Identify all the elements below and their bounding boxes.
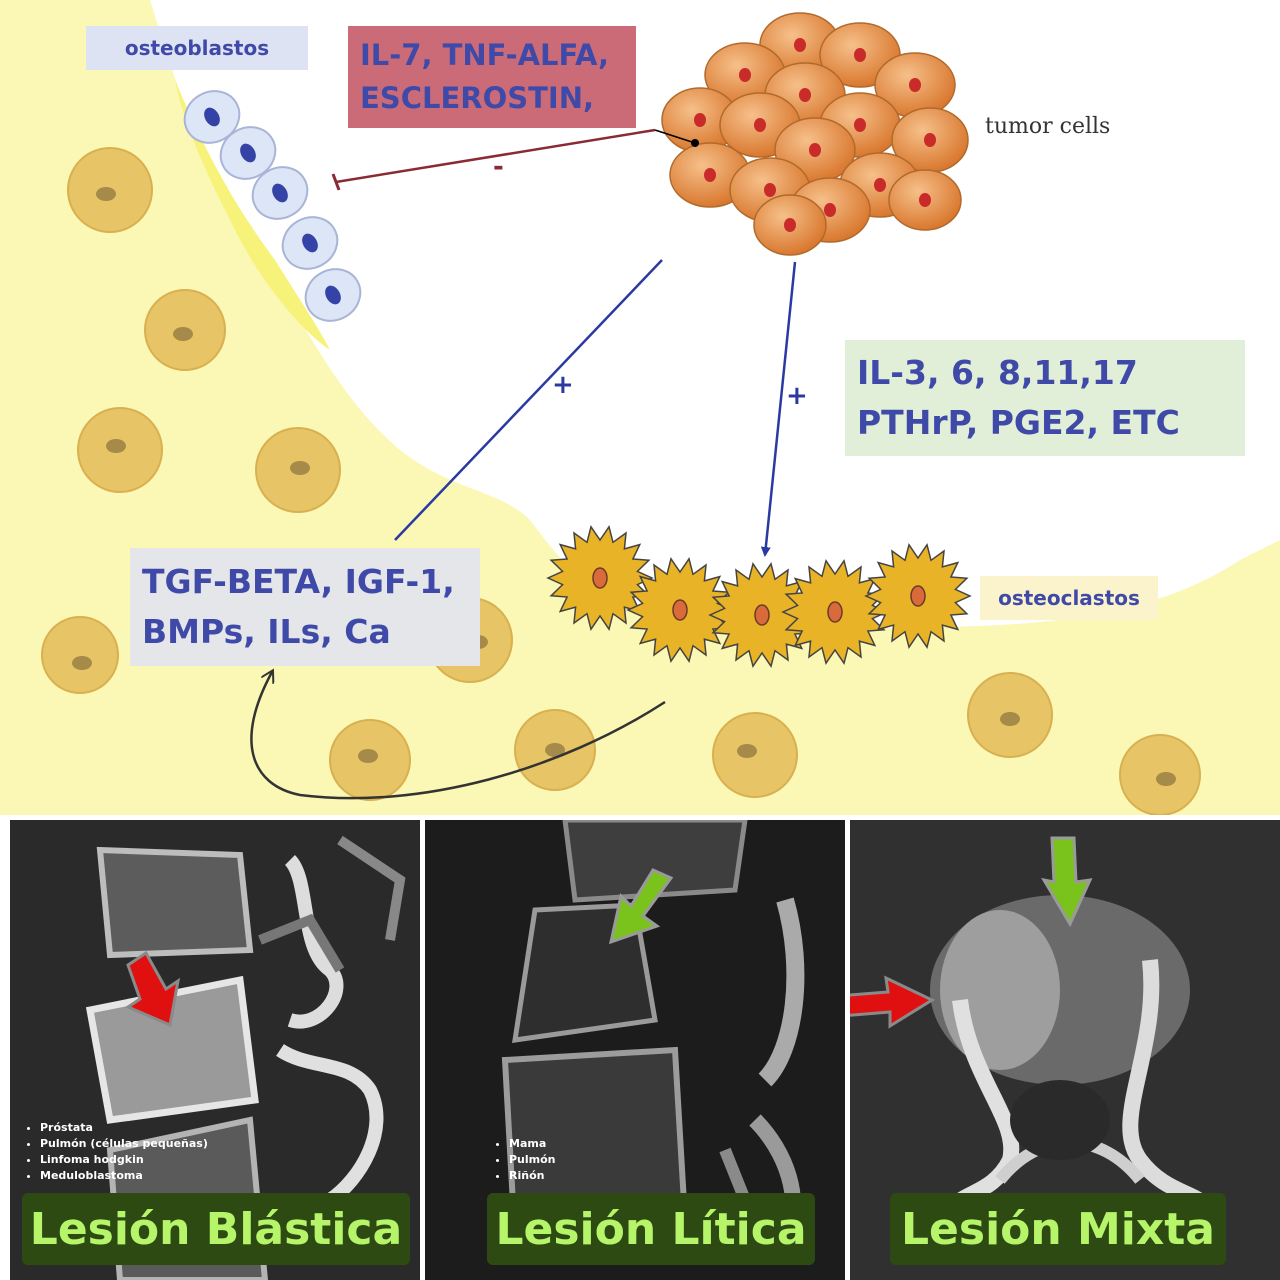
red-arrow-mixed <box>850 975 936 1029</box>
cause-item: Riñón <box>509 1168 556 1184</box>
osteoblast-label: osteoblastos <box>86 26 308 70</box>
blastic-causes-list: Próstata Pulmón (células pequeñas) Linfo… <box>26 1120 208 1184</box>
plus-sign-left: + <box>552 370 574 400</box>
plus-sign-right: + <box>786 381 808 411</box>
inhibitor-factors-box: IL-7, TNF-ALFA, ESCLEROSTIN, <box>348 26 636 128</box>
osteoclast-cell <box>708 562 816 668</box>
osteoclast-label: osteoclastos <box>980 576 1158 620</box>
resorption-cycle-arrow <box>250 672 666 800</box>
tumor-cell-cluster <box>661 12 969 256</box>
inhibit-sign: - <box>493 152 504 182</box>
pathway-tumor-to-growth-factors <box>394 259 663 541</box>
green-arrow-lytic <box>608 868 674 945</box>
caption-blastic: Lesión Blástica <box>22 1193 410 1265</box>
ct-panels: Próstata Pulmón (células pequeñas) Linfo… <box>0 815 1280 1280</box>
osteoblast-cells <box>183 90 362 322</box>
red-arrow-blastic <box>124 950 181 1028</box>
cytokines-box: IL-3, 6, 8,11,17 PTHrP, PGE2, ETC <box>845 340 1245 456</box>
tumor-pointer-line <box>654 129 696 144</box>
green-arrow-mixed <box>1040 836 1093 928</box>
growth-factors-box: TGF-BETA, IGF-1, BMPs, ILs, Ca <box>130 548 480 666</box>
cause-item: Pulmón (células pequeñas) <box>40 1136 208 1152</box>
caption-mixed: Lesión Mixta <box>890 1193 1226 1265</box>
pathway-tumor-to-osteoclasts <box>760 261 797 557</box>
osteoclast-cell <box>626 557 734 663</box>
cause-item: Linfoma hodgkin <box>40 1152 208 1168</box>
osteoclast-cell <box>864 543 972 649</box>
tumor-pointer-dot <box>691 139 699 147</box>
ct-panel-blastic: Próstata Pulmón (células pequeñas) Linfo… <box>10 820 420 1280</box>
osteoclast-cell <box>781 559 889 665</box>
cause-item: Meduloblastoma <box>40 1168 208 1184</box>
ct-panel-mixed: Lesión Mixta <box>850 820 1280 1280</box>
osteoblast-band <box>175 80 330 350</box>
caption-lytic: Lesión Lítica <box>487 1193 815 1265</box>
osteoclast-cells <box>546 525 972 668</box>
cause-item: Mama <box>509 1136 556 1152</box>
inhibition-line <box>335 128 656 184</box>
ct-panel-lytic: Mama Pulmón Riñón Lesión Lítica <box>425 820 845 1280</box>
cause-item: Próstata <box>40 1120 208 1136</box>
osteoclast-cell <box>546 525 654 631</box>
tumor-cells-label: tumor cells <box>985 114 1111 139</box>
cause-item: Pulmón <box>509 1152 556 1168</box>
inhibition-bar <box>331 173 341 191</box>
lytic-causes-list: Mama Pulmón Riñón <box>495 1136 556 1184</box>
bone-metastasis-diagram: osteoblastos IL-7, TNF-ALFA, ESCLEROSTIN… <box>0 0 1280 816</box>
